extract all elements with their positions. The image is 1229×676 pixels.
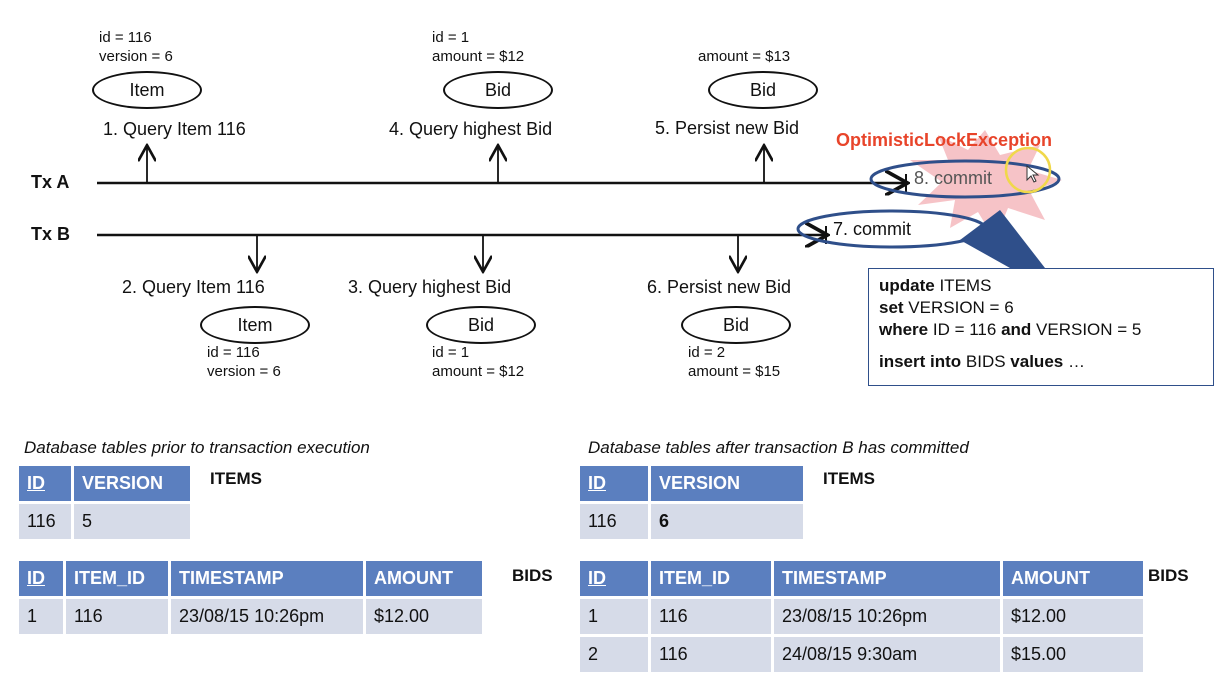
table-cell: $15.00 [1003, 637, 1143, 672]
bid-entity: Bid [426, 306, 536, 344]
column-header: VERSION [651, 466, 803, 501]
column-header: ID [580, 466, 648, 501]
table-row: 2 116 24/08/15 9:30am $15.00 [580, 637, 1143, 672]
after-bids-table: ID ITEM_ID TIMESTAMP AMOUNT 1 116 23/08/… [577, 558, 1146, 675]
after-caption: Database tables after transaction B has … [588, 438, 969, 457]
table-cell: 2 [580, 637, 648, 672]
table-cell: $12.00 [366, 599, 482, 634]
step-6-label: 6. Persist new Bid [647, 277, 792, 297]
column-header: ITEM_ID [66, 561, 168, 596]
step-4-label: 4. Query highest Bid [389, 119, 553, 139]
step-2-label: 2. Query Item 116 [122, 277, 265, 297]
commit-a-ellipse [869, 159, 1061, 199]
sql-line: set VERSION = 6 [879, 298, 1014, 317]
table-cell: 5 [74, 504, 190, 539]
table-row: 1 116 23/08/15 10:26pm $12.00 [580, 599, 1143, 634]
column-header: ID [19, 466, 71, 501]
column-header: TIMESTAMP [774, 561, 1000, 596]
exception-burst [910, 130, 1062, 240]
column-header: AMOUNT [1003, 561, 1143, 596]
items-table-name: ITEMS [823, 469, 875, 488]
cursor-highlight [1004, 146, 1052, 194]
table-row: 116 6 [580, 504, 803, 539]
step-5-note: amount = $13 [698, 48, 791, 65]
column-header: ID [580, 561, 648, 596]
bid-entity: Bid [443, 71, 553, 109]
tx-a-label: Tx A [31, 172, 70, 192]
column-header: VERSION [74, 466, 190, 501]
table-cell: 23/08/15 10:26pm [774, 599, 1000, 634]
column-header: ID [19, 561, 63, 596]
before-caption: Database tables prior to transaction exe… [24, 438, 370, 457]
bids-table-name: BIDS [1148, 566, 1189, 585]
column-header: TIMESTAMP [171, 561, 363, 596]
before-bids-table: ID ITEM_ID TIMESTAMP AMOUNT 1 116 23/08/… [16, 558, 485, 637]
items-table-name: ITEMS [210, 469, 262, 488]
table-cell: 6 [651, 504, 803, 539]
table-cell: 116 [66, 599, 168, 634]
step-3-label: 3. Query highest Bid [348, 277, 512, 297]
table-cell: $12.00 [1003, 599, 1143, 634]
tx-b-label: Tx B [31, 224, 71, 244]
bid-entity: Bid [681, 306, 791, 344]
column-header: ITEM_ID [651, 561, 771, 596]
table-cell: 24/08/15 9:30am [774, 637, 1000, 672]
bid-entity: Bid [708, 71, 818, 109]
table-cell: 23/08/15 10:26pm [171, 599, 363, 634]
table-cell: 116 [19, 504, 71, 539]
table-cell: 1 [580, 599, 648, 634]
sql-statement-box: update ITEMS set VERSION = 6 where ID = … [868, 268, 1214, 386]
table-cell: 116 [580, 504, 648, 539]
table-row: 1 116 23/08/15 10:26pm $12.00 [19, 599, 482, 634]
sql-line: insert into BIDS values … [879, 352, 1085, 371]
sql-line: where ID = 116 and VERSION = 5 [879, 320, 1142, 339]
commit-b-label: 7. commit [833, 219, 912, 239]
table-row: 116 5 [19, 504, 190, 539]
step-5-label: 5. Persist new Bid [655, 118, 800, 138]
bids-table-name: BIDS [512, 566, 553, 585]
item-entity: Item [92, 71, 202, 109]
item-entity: Item [200, 306, 310, 344]
before-items-table: ID VERSION 116 5 [16, 463, 193, 542]
callout-pointer [960, 210, 1045, 268]
exception-label: OptimisticLockException [836, 130, 1053, 150]
sql-line: update ITEMS [879, 276, 992, 295]
table-cell: 116 [651, 637, 771, 672]
after-items-table: ID VERSION 116 6 [577, 463, 806, 542]
table-cell: 1 [19, 599, 63, 634]
table-cell: 116 [651, 599, 771, 634]
step-1-label: 1. Query Item 116 [103, 119, 246, 139]
commit-a-label: 8. commit [914, 168, 993, 188]
cursor-icon [1026, 164, 1040, 183]
column-header: AMOUNT [366, 561, 482, 596]
